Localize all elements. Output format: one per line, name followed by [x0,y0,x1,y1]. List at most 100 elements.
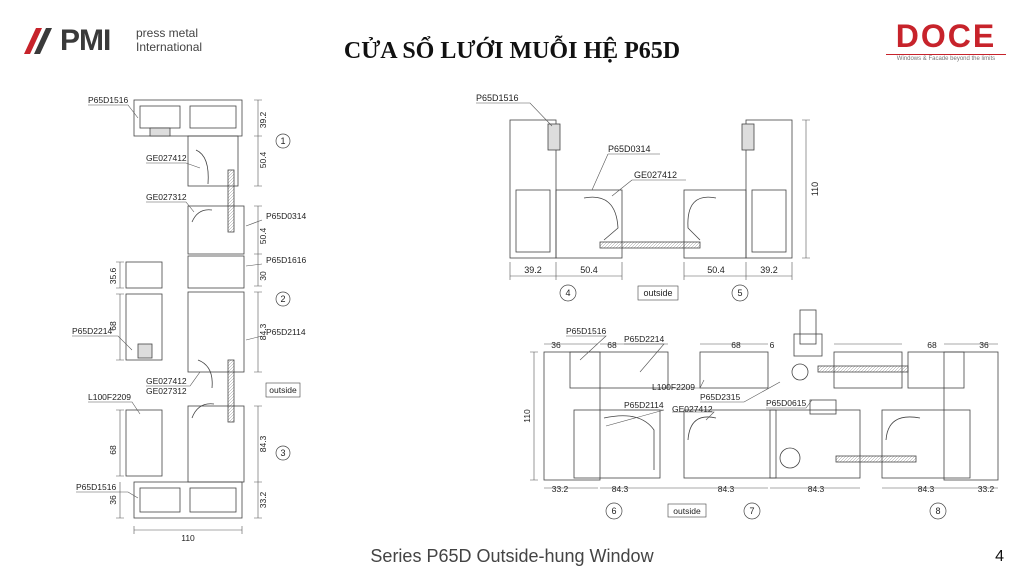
dim-39-2: 39.2 [524,265,542,275]
section-marker-5: 5 [737,288,742,298]
pmi-logo: PMI press metal International [22,20,212,62]
mesh-bar [817,365,909,373]
profile-top-left [569,351,669,389]
label-p65d1516: P65D1516 [566,326,606,336]
doce-logo-rule [886,54,1006,55]
page-number: 4 [995,548,1004,565]
section-marker-circle [605,502,623,520]
label-p65d2114: P65D2114 [266,327,306,337]
dim-50-4: 50.4 [707,265,725,275]
profile-top-right-2 [907,351,965,389]
gasket [741,123,755,151]
section-marker-3: 3 [280,448,285,458]
dim-35-6: 35.6 [108,267,118,284]
doce-logo: DOCE Windows & Facade beyond the limits [880,20,1012,64]
top-right-section-drawing [509,119,810,280]
profile-mullion [187,255,245,289]
page-title: CỬA SỔ LƯỚI MUỖI HỆ P65D [343,38,681,64]
profile-right-frame [943,351,999,481]
pmi-sub-line-2: International [136,40,203,54]
doce-logo-name: DOCE [895,18,997,54]
dim-6: 6 [770,340,775,350]
glass-pane [227,359,235,423]
dim-84-3: 84.3 [612,484,629,494]
outside-box [667,503,707,518]
profile-sash-left [555,189,623,259]
outside-label: outside [673,506,701,516]
label-p65d1616: P65D1616 [266,255,306,265]
dim-84-3: 84.3 [808,484,825,494]
outside-box [637,285,679,301]
profile-left-frame-2 [125,293,163,361]
dimension-lines [509,119,810,280]
section-marker-6: 6 [611,506,616,516]
profile-chamber [189,105,237,129]
bottom-right-section-drawing [530,309,999,489]
pmi-sub-line-1: press metal [136,26,199,40]
dim-33-2: 33.2 [552,484,569,494]
profile-chamber [139,487,181,513]
dim-39-2: 39.2 [760,265,778,275]
label-p65d2114: P65D2114 [624,400,664,410]
profile-top-mid [699,351,769,389]
dim-84-3: 84.3 [918,484,935,494]
label-ge027412: GE027412 [634,170,677,180]
bottom-right-dims: 36 68 68 6 68 36 33.2 84.3 84.3 84.3 84.… [522,340,995,494]
dim-68: 68 [108,321,118,331]
outside-label: outside [643,288,672,298]
glass-pane [227,169,235,233]
label-p65d2214: P65D2214 [624,334,664,344]
profile-sash-4 [187,405,245,483]
label-p65d1516: P65D1516 [76,482,116,492]
dim-68: 68 [927,340,937,350]
label-ge027312: GE027312 [146,386,187,396]
section-marker-circle [275,445,291,461]
left-section-labels: P65D1516 GE027412 GE027312 P65D0314 P65D… [72,95,306,492]
label-p65d0314: P65D0314 [608,144,651,154]
left-section-dims: 39.2 50.4 50.4 30 35.6 68 84.3 68 84.3 3… [108,111,268,543]
gasket-curve [687,416,717,441]
label-p65d1516: P65D1516 [88,95,128,105]
outside-label: outside [269,385,297,395]
profile-chamber [189,487,237,513]
dim-50-4: 50.4 [258,227,268,244]
profile-sash [573,409,661,479]
gasket-curve [583,196,619,241]
profile-sash [683,409,777,479]
section-marker-circle [275,291,291,307]
gasket-curve [603,415,655,470]
pmi-logo-name: PMI [60,24,111,57]
dimension-lines [116,99,262,534]
section-marker-circle [275,133,291,149]
bottom-right-markers: 6 7 8 outside [605,502,947,520]
label-p65d0615: P65D0615 [766,398,806,408]
dim-33-2: 33.2 [258,491,268,508]
dim-68: 68 [607,340,617,350]
profile-sash [769,409,861,479]
profile-left-frame [125,261,163,289]
profile-left-jamb [509,119,557,259]
section-marker-7: 7 [749,506,754,516]
dim-84-3: 84.3 [718,484,735,494]
profile-sash [881,409,971,479]
bottom-right-labels: P65D1516 P65D2214 L100F2209 P65D2315 P65… [566,326,806,414]
bottom-right-leader-lines [566,335,813,427]
profile-chamber [515,189,551,253]
left-section-markers: 1 2 3 outside [265,133,301,461]
label-l100f2209: L100F2209 [652,382,695,392]
dim-36: 36 [979,340,989,350]
label-p65d2315: P65D2315 [700,392,740,402]
gasket [149,127,171,137]
dim-110: 110 [181,533,195,543]
handle-lock [809,399,837,415]
lock-gear [779,447,801,469]
dim-39-2: 39.2 [258,111,268,128]
pmi-logo-subtitle: press metal International [136,26,202,54]
profile-left-frame [543,351,601,481]
label-l100f2209: L100F2209 [88,392,131,402]
profile-chamber [139,105,181,129]
gasket-curve [191,403,215,419]
mesh-bar [599,241,701,249]
dim-68: 68 [731,340,741,350]
profile-right-jamb [745,119,793,259]
